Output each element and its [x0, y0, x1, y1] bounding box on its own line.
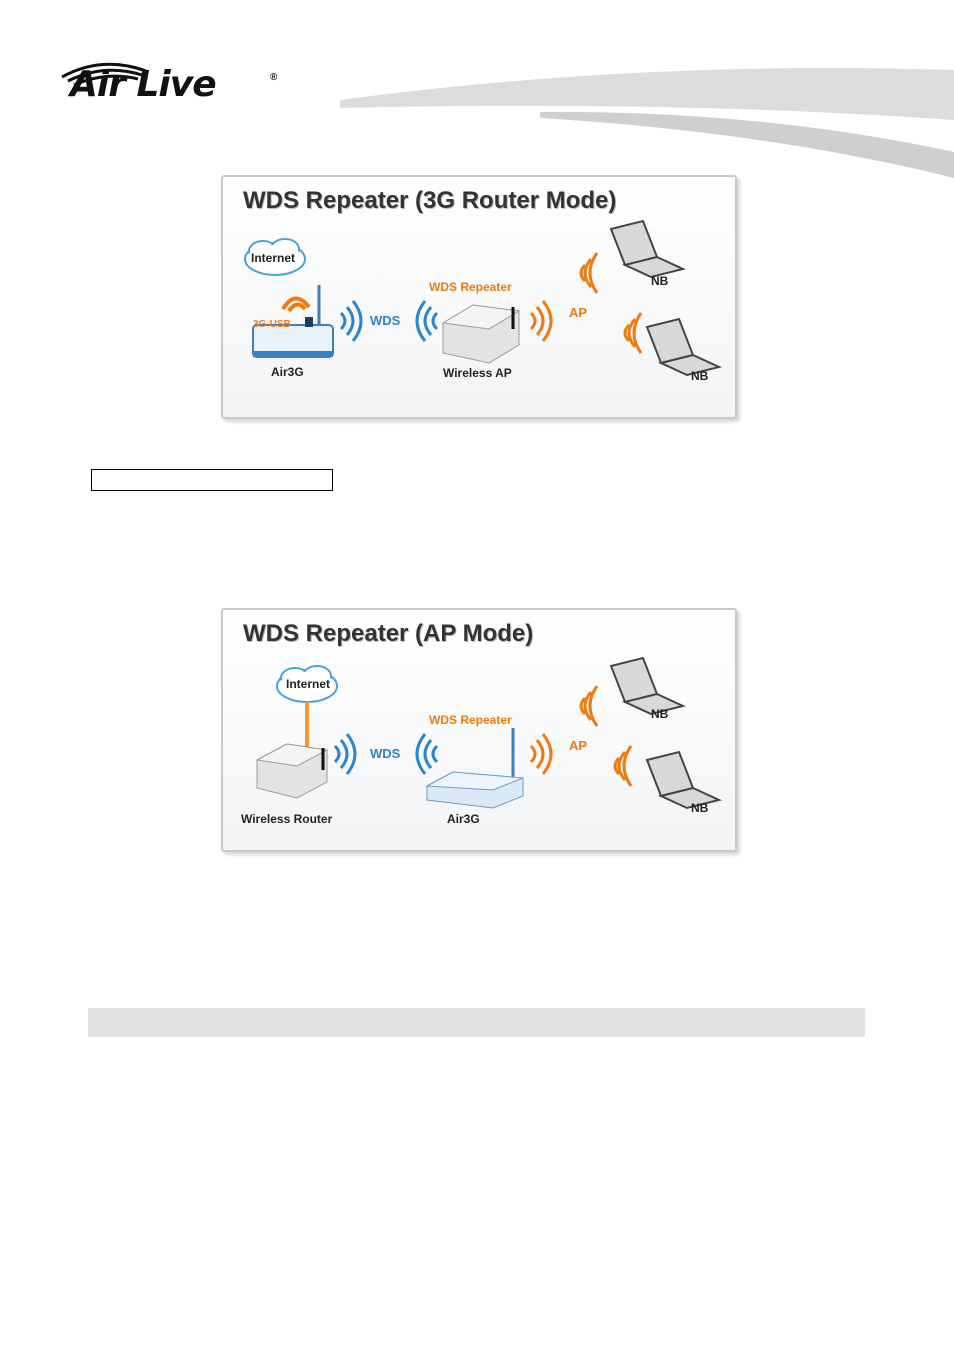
wds-label: WDS	[370, 313, 401, 328]
wireless-router-icon	[255, 743, 329, 799]
nb-label: NB	[651, 274, 669, 288]
diagram-graphics	[255, 656, 722, 810]
air3g-label: Air3G	[271, 365, 304, 379]
header-swoosh	[340, 68, 954, 178]
air3g-router-icon	[252, 285, 334, 358]
ap-label: AP	[569, 305, 588, 320]
nb-label: NB	[691, 801, 709, 815]
internet-cloud-icon	[244, 238, 306, 276]
signal-orange-icon	[529, 733, 553, 775]
signal-orange-icon	[579, 252, 599, 294]
laptop-icon	[645, 317, 722, 377]
air3g-router-icon	[425, 728, 524, 809]
caption-box	[91, 469, 333, 491]
signal-orange-icon	[613, 745, 633, 787]
signal-orange-icon	[623, 312, 643, 354]
usb-label: 3G-USB	[253, 319, 291, 330]
signal-blue-icon	[339, 300, 363, 342]
diagram-ap-mode: WDS Repeater (AP Mode)	[221, 608, 737, 852]
laptop-icon	[645, 750, 722, 810]
wds-label: WDS	[370, 746, 401, 761]
air3g-label: Air3G	[447, 812, 480, 826]
wireless-ap-label: Wireless AP	[443, 366, 512, 380]
signal-blue-icon	[415, 733, 439, 775]
diagram-graphics	[244, 219, 722, 377]
internet-label: Internet	[251, 251, 296, 265]
laptop-icon	[609, 656, 686, 716]
airlive-logo-arcs	[61, 62, 147, 87]
repeater-label: WDS Repeater	[429, 280, 512, 294]
nb-label: NB	[651, 707, 669, 721]
diagram-title: WDS Repeater (3G Router Mode)	[243, 187, 617, 214]
repeater-label: WDS Repeater	[429, 713, 512, 727]
nb-label: NB	[691, 369, 709, 383]
signal-orange-icon	[579, 685, 599, 727]
diagram-title: WDS Repeater (AP Mode)	[243, 620, 534, 647]
signal-orange-icon	[529, 300, 553, 342]
internet-cloud-icon	[276, 665, 338, 703]
internet-label: Internet	[286, 677, 331, 691]
signal-blue-icon	[415, 300, 439, 342]
signal-blue-icon	[333, 733, 357, 775]
section-heading-bar	[88, 1008, 865, 1037]
laptop-icon	[609, 219, 686, 279]
wireless-ap-icon	[441, 304, 521, 364]
registered-mark: ®	[270, 72, 278, 83]
airlive-logo: Air Live	[70, 64, 217, 105]
wireless-router-label: Wireless Router	[241, 812, 333, 826]
diagram-3g-router-mode: WDS Repeater (3G Router Mode)	[221, 175, 737, 419]
signal-orange-icon	[281, 296, 311, 313]
ap-label: AP	[569, 738, 588, 753]
